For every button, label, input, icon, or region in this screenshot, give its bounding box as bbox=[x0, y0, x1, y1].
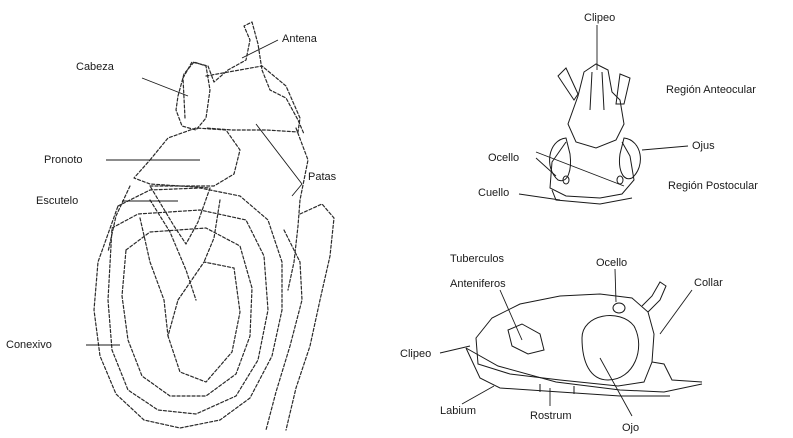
head-anterior-outline bbox=[568, 64, 624, 148]
label-anteniferos: Anteniferos bbox=[450, 278, 506, 290]
dorsal-head-leaders bbox=[519, 25, 688, 200]
wing-vein-1 bbox=[150, 200, 196, 300]
lateral-eye bbox=[582, 316, 639, 380]
label-labium: Labium bbox=[440, 405, 476, 417]
dorsal-body-leaders bbox=[86, 40, 302, 345]
leg-right-front bbox=[288, 128, 308, 290]
label-conexivo: Conexivo bbox=[6, 339, 52, 351]
leg-right-hind bbox=[286, 204, 334, 430]
lateral-collar bbox=[642, 282, 666, 312]
label-ocelo-lateral: Ocello bbox=[596, 257, 627, 269]
ocellus-right bbox=[617, 176, 623, 184]
label-tuberculos: Tuberculos bbox=[450, 253, 505, 265]
label-ocelo-dorsal: Ocello bbox=[488, 152, 519, 164]
label-clipeo-lateral: Clipeo bbox=[400, 348, 431, 360]
connexivum-ring-2 bbox=[122, 228, 252, 396]
lateral-collar-neck bbox=[652, 362, 702, 382]
body-outline-outer bbox=[94, 188, 282, 428]
wing-membrane-outline bbox=[168, 262, 240, 382]
eye-left bbox=[550, 138, 571, 181]
wing-vein-3 bbox=[140, 218, 168, 336]
lateral-head-leaders bbox=[440, 269, 692, 416]
pronotum-outline bbox=[134, 128, 240, 186]
label-patas: Patas bbox=[308, 171, 337, 183]
lateral-head-figure bbox=[466, 282, 702, 396]
label-region-anteocular: Región Anteocular bbox=[666, 84, 756, 96]
dorsal-head-figure bbox=[550, 64, 641, 204]
lateral-ocellus bbox=[613, 303, 625, 313]
leg-right-hind-2 bbox=[266, 230, 302, 430]
neck-outline bbox=[552, 190, 632, 204]
head-outline bbox=[176, 62, 210, 130]
label-rostrum: Rostrum bbox=[530, 410, 572, 422]
label-ojos: Ojus bbox=[692, 140, 715, 152]
label-clipeo-dorsal: Clipeo bbox=[584, 12, 615, 24]
label-cabeza: Cabeza bbox=[76, 61, 115, 73]
label-escutelo: Escutelo bbox=[36, 195, 78, 207]
lateral-labium bbox=[466, 348, 670, 396]
label-antena: Antena bbox=[282, 33, 318, 45]
label-collar: Collar bbox=[694, 277, 723, 289]
clypeus-lines bbox=[590, 72, 604, 110]
antennifer-tubercle bbox=[508, 324, 544, 354]
label-region-postocular: Región Postocular bbox=[668, 180, 758, 192]
antenna-stub-right bbox=[616, 74, 630, 104]
label-pronoto: Pronoto bbox=[44, 154, 83, 166]
dorsal-body-figure bbox=[94, 22, 334, 430]
antenna-stub-left bbox=[558, 68, 578, 100]
label-ojo: Ojo bbox=[622, 422, 639, 434]
label-cuello: Cuello bbox=[478, 187, 509, 199]
